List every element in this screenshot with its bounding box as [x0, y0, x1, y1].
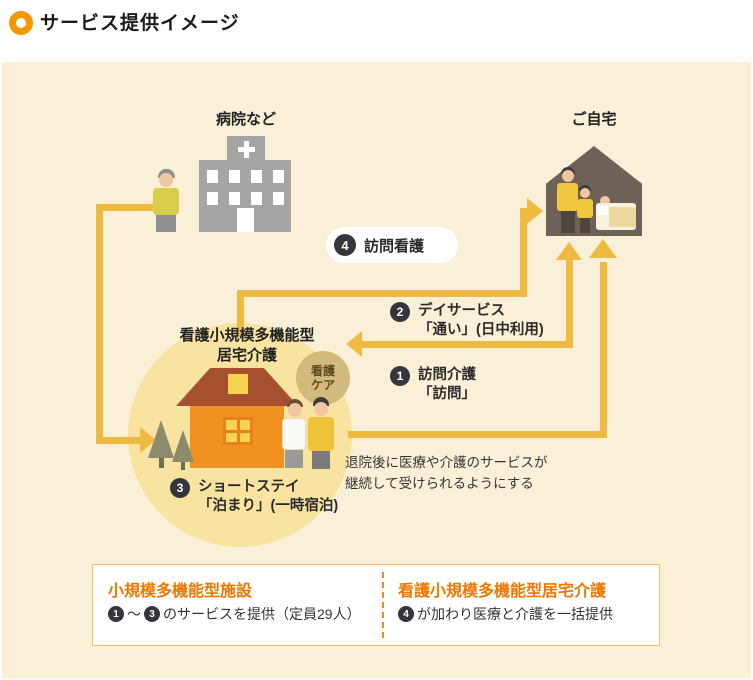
service-4-title: 訪問看護	[364, 237, 425, 255]
service-1-number-badge: 1	[390, 366, 410, 386]
arrow-homevisit-segment-horizontal	[348, 431, 607, 438]
legend-number-4-badge: 4	[398, 606, 414, 622]
legend-right-title: 看護小規模多機能型居宅介護	[398, 583, 607, 600]
facility-caption-line1: 看護小規模多機能型	[179, 327, 315, 344]
service-3-number-badge: 3	[170, 478, 190, 498]
nursing-care-badge: 看護 ケア	[296, 351, 350, 405]
discharge-note-line1: 退院後に医療や介護のサービスが	[345, 455, 548, 470]
service-2-subtitle: 「通い」(日中利用)	[418, 322, 544, 338]
arrow-nursing-to-home-head-icon	[527, 198, 543, 224]
discharge-note: 退院後に医療や介護のサービスが 継続して受けられるようにする	[345, 452, 548, 494]
arrow-nursing-segment-horizontal	[237, 290, 527, 297]
service-1-homevisit-label: 1 訪問介護 「訪問」	[390, 366, 476, 404]
legend-left-desc-text: のサービスを提供（定員29人）	[163, 606, 361, 622]
legend-left-desc: 1 ～ 3 のサービスを提供（定員29人）	[108, 604, 361, 624]
legend-divider	[382, 572, 384, 638]
service-2-dayservice-label: 2 デイサービス 「通い」(日中利用)	[390, 302, 544, 340]
section-bullet-icon	[9, 11, 33, 35]
nursing-care-badge-line2: ケア	[310, 378, 335, 392]
arrow-hospital-segment-left	[96, 204, 103, 444]
service-3-subtitle: 「泊まり」(一時宿泊)	[198, 498, 339, 514]
arrow-nursing-segment-down	[237, 290, 244, 336]
service-3-shortstay-label: 3 ショートステイ 「泊まり」(一時宿泊)	[170, 478, 338, 516]
legend-range-separator: ～	[127, 606, 141, 622]
service-4-number-badge: 4	[334, 234, 356, 256]
arrow-dayservice-segment-vertical	[566, 260, 573, 348]
arrow-hospital-segment-top	[96, 204, 154, 211]
arrow-dayservice-segment-horizontal	[362, 341, 573, 348]
arrow-homevisit-to-home-head-icon	[589, 239, 617, 258]
page-title: サービス提供イメージ	[40, 13, 240, 34]
service-4-visiting-nurse-badge: 4 訪問看護	[326, 227, 458, 263]
facility-caption: 看護小規模多機能型 居宅介護	[147, 326, 347, 366]
service-3-title: ショートステイ	[198, 479, 300, 495]
service-2-title: デイサービス	[418, 303, 505, 319]
legend-number-3-badge: 3	[144, 606, 160, 622]
legend-number-1-badge: 1	[108, 606, 124, 622]
arrow-homevisit-segment-vertical	[600, 262, 607, 438]
legend-right-desc-text: が加わり医療と介護を一括提供	[417, 606, 613, 622]
arrow-hospital-segment-bottom	[96, 437, 140, 444]
legend-right-desc: 4 が加わり医療と介護を一括提供	[398, 604, 613, 624]
arrow-nursing-segment-vertical	[520, 208, 527, 297]
arrow-dayservice-to-home-head-icon	[556, 242, 582, 260]
hospital-label: 病院など	[215, 111, 276, 128]
discharge-note-line2: 継続して受けられるようにする	[345, 476, 534, 491]
nursing-care-badge-line1: 看護	[310, 364, 335, 378]
home-label: ご自宅	[571, 111, 617, 128]
legend-left-title: 小規模多機能型施設	[108, 583, 253, 600]
arrow-dayservice-to-facility-head-icon	[346, 331, 362, 357]
service-2-number-badge: 2	[390, 302, 410, 322]
service-1-title: 訪問介護	[418, 367, 476, 383]
legend-box	[92, 564, 660, 646]
facility-caption-line2: 居宅介護	[216, 347, 277, 364]
service-1-subtitle: 「訪問」	[418, 386, 476, 402]
